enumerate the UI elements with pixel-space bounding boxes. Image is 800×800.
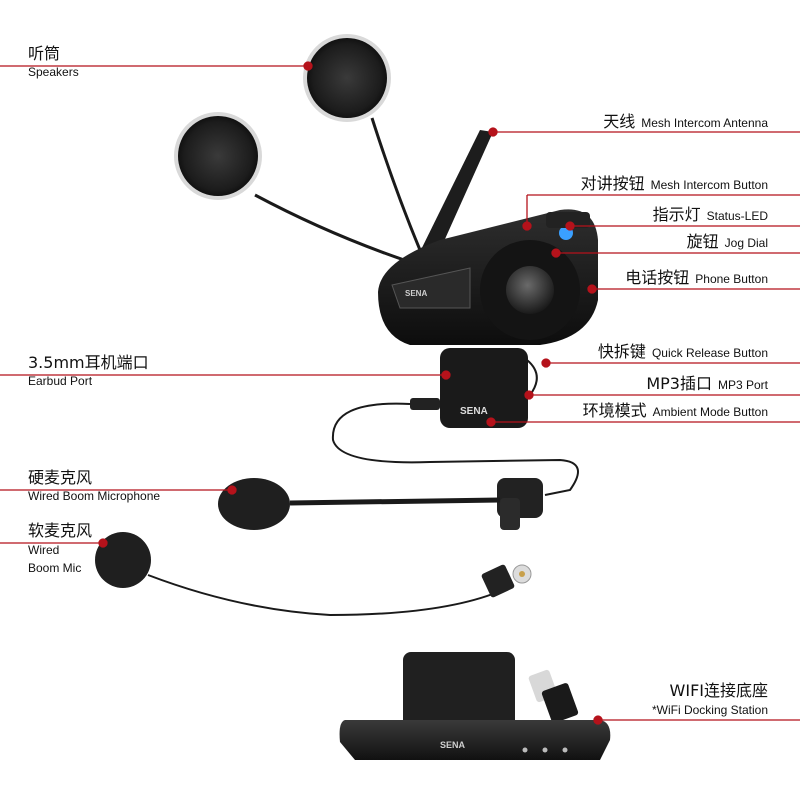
label-mp3-port: MP3插口 MP3 Port	[646, 376, 768, 392]
label-phone-button-zh: 电话按钮	[625, 268, 690, 287]
label-earbud-port: 3.5mm耳机端口 Earbud Port	[28, 353, 149, 388]
label-status-led: 指示灯 Status-LED	[653, 207, 768, 223]
label-wired-mic-zh: 软麦克风	[28, 521, 93, 540]
label-quick-release: 快拆键 Quick Release Button	[598, 344, 768, 360]
label-wired-mic-en1: Wired	[28, 543, 60, 557]
label-wired-boom-mic: 硬麦克风 Wired Boom Microphone	[28, 468, 161, 503]
label-wired-boom-mic-en: Wired Boom Microphone	[28, 489, 161, 503]
label-ambient-button: 环境模式 Ambient Mode Button	[583, 403, 768, 419]
speaker-2	[174, 112, 262, 200]
label-speakers: 听筒 Speakers	[28, 44, 79, 79]
label-phone-button: 电话按钮 Phone Button	[625, 270, 768, 286]
label-intercom-button-zh: 对讲按钮	[580, 174, 645, 193]
label-ambient-button-en: Ambient Mode Button	[652, 405, 768, 419]
module-brand-text: SENA	[460, 406, 488, 417]
label-docking-zh: WIFI连接底座	[669, 681, 768, 700]
label-jog-dial-en: Jog Dial	[724, 236, 768, 250]
label-jog-dial: 旋钮 Jog Dial	[687, 234, 768, 250]
label-earbud-port-zh: 3.5mm耳机端口	[28, 353, 149, 372]
leader-lines	[0, 61, 800, 725]
label-speakers-en: Speakers	[28, 65, 79, 79]
label-antenna: 天线 Mesh Intercom Antenna	[603, 114, 768, 130]
label-docking: WIFI连接底座 *WiFi Docking Station	[651, 681, 768, 717]
label-docking-en: *WiFi Docking Station	[651, 703, 768, 717]
label-quick-release-en: Quick Release Button	[651, 346, 768, 360]
label-wired-boom-mic-zh: 硬麦克风	[28, 468, 93, 487]
label-phone-button-en: Phone Button	[695, 272, 768, 286]
label-mp3-port-zh: MP3插口	[646, 374, 712, 393]
label-antenna-zh: 天线	[603, 112, 636, 131]
dock-brand-text: SENA	[440, 740, 466, 750]
label-jog-dial-zh: 旋钮	[686, 232, 719, 251]
mounting-module	[440, 348, 528, 428]
label-earbud-port-en: Earbud Port	[28, 374, 93, 388]
label-intercom-button-en: Mesh Intercom Button	[650, 178, 768, 192]
speaker-1	[303, 34, 391, 122]
label-quick-release-zh: 快拆键	[597, 342, 646, 361]
antenna	[412, 130, 493, 268]
boom-mic	[218, 478, 543, 530]
label-status-led-zh: 指示灯	[652, 205, 701, 224]
label-speakers-zh: 听筒	[28, 44, 61, 63]
docking-station	[339, 652, 611, 760]
label-mp3-port-en: MP3 Port	[717, 378, 768, 392]
wired-mic	[95, 532, 532, 617]
label-antenna-en: Mesh Intercom Antenna	[641, 116, 768, 130]
label-status-led-en: Status-LED	[706, 209, 768, 223]
headset-main-unit	[378, 209, 598, 345]
label-wired-mic: 软麦克风 Wired Boom Mic	[28, 521, 93, 575]
label-ambient-button-zh: 环境模式	[582, 401, 647, 420]
label-wired-mic-en2: Boom Mic	[28, 561, 82, 575]
label-intercom-button: 对讲按钮 Mesh Intercom Button	[581, 176, 768, 192]
device-brand-text: SENA	[405, 289, 427, 298]
